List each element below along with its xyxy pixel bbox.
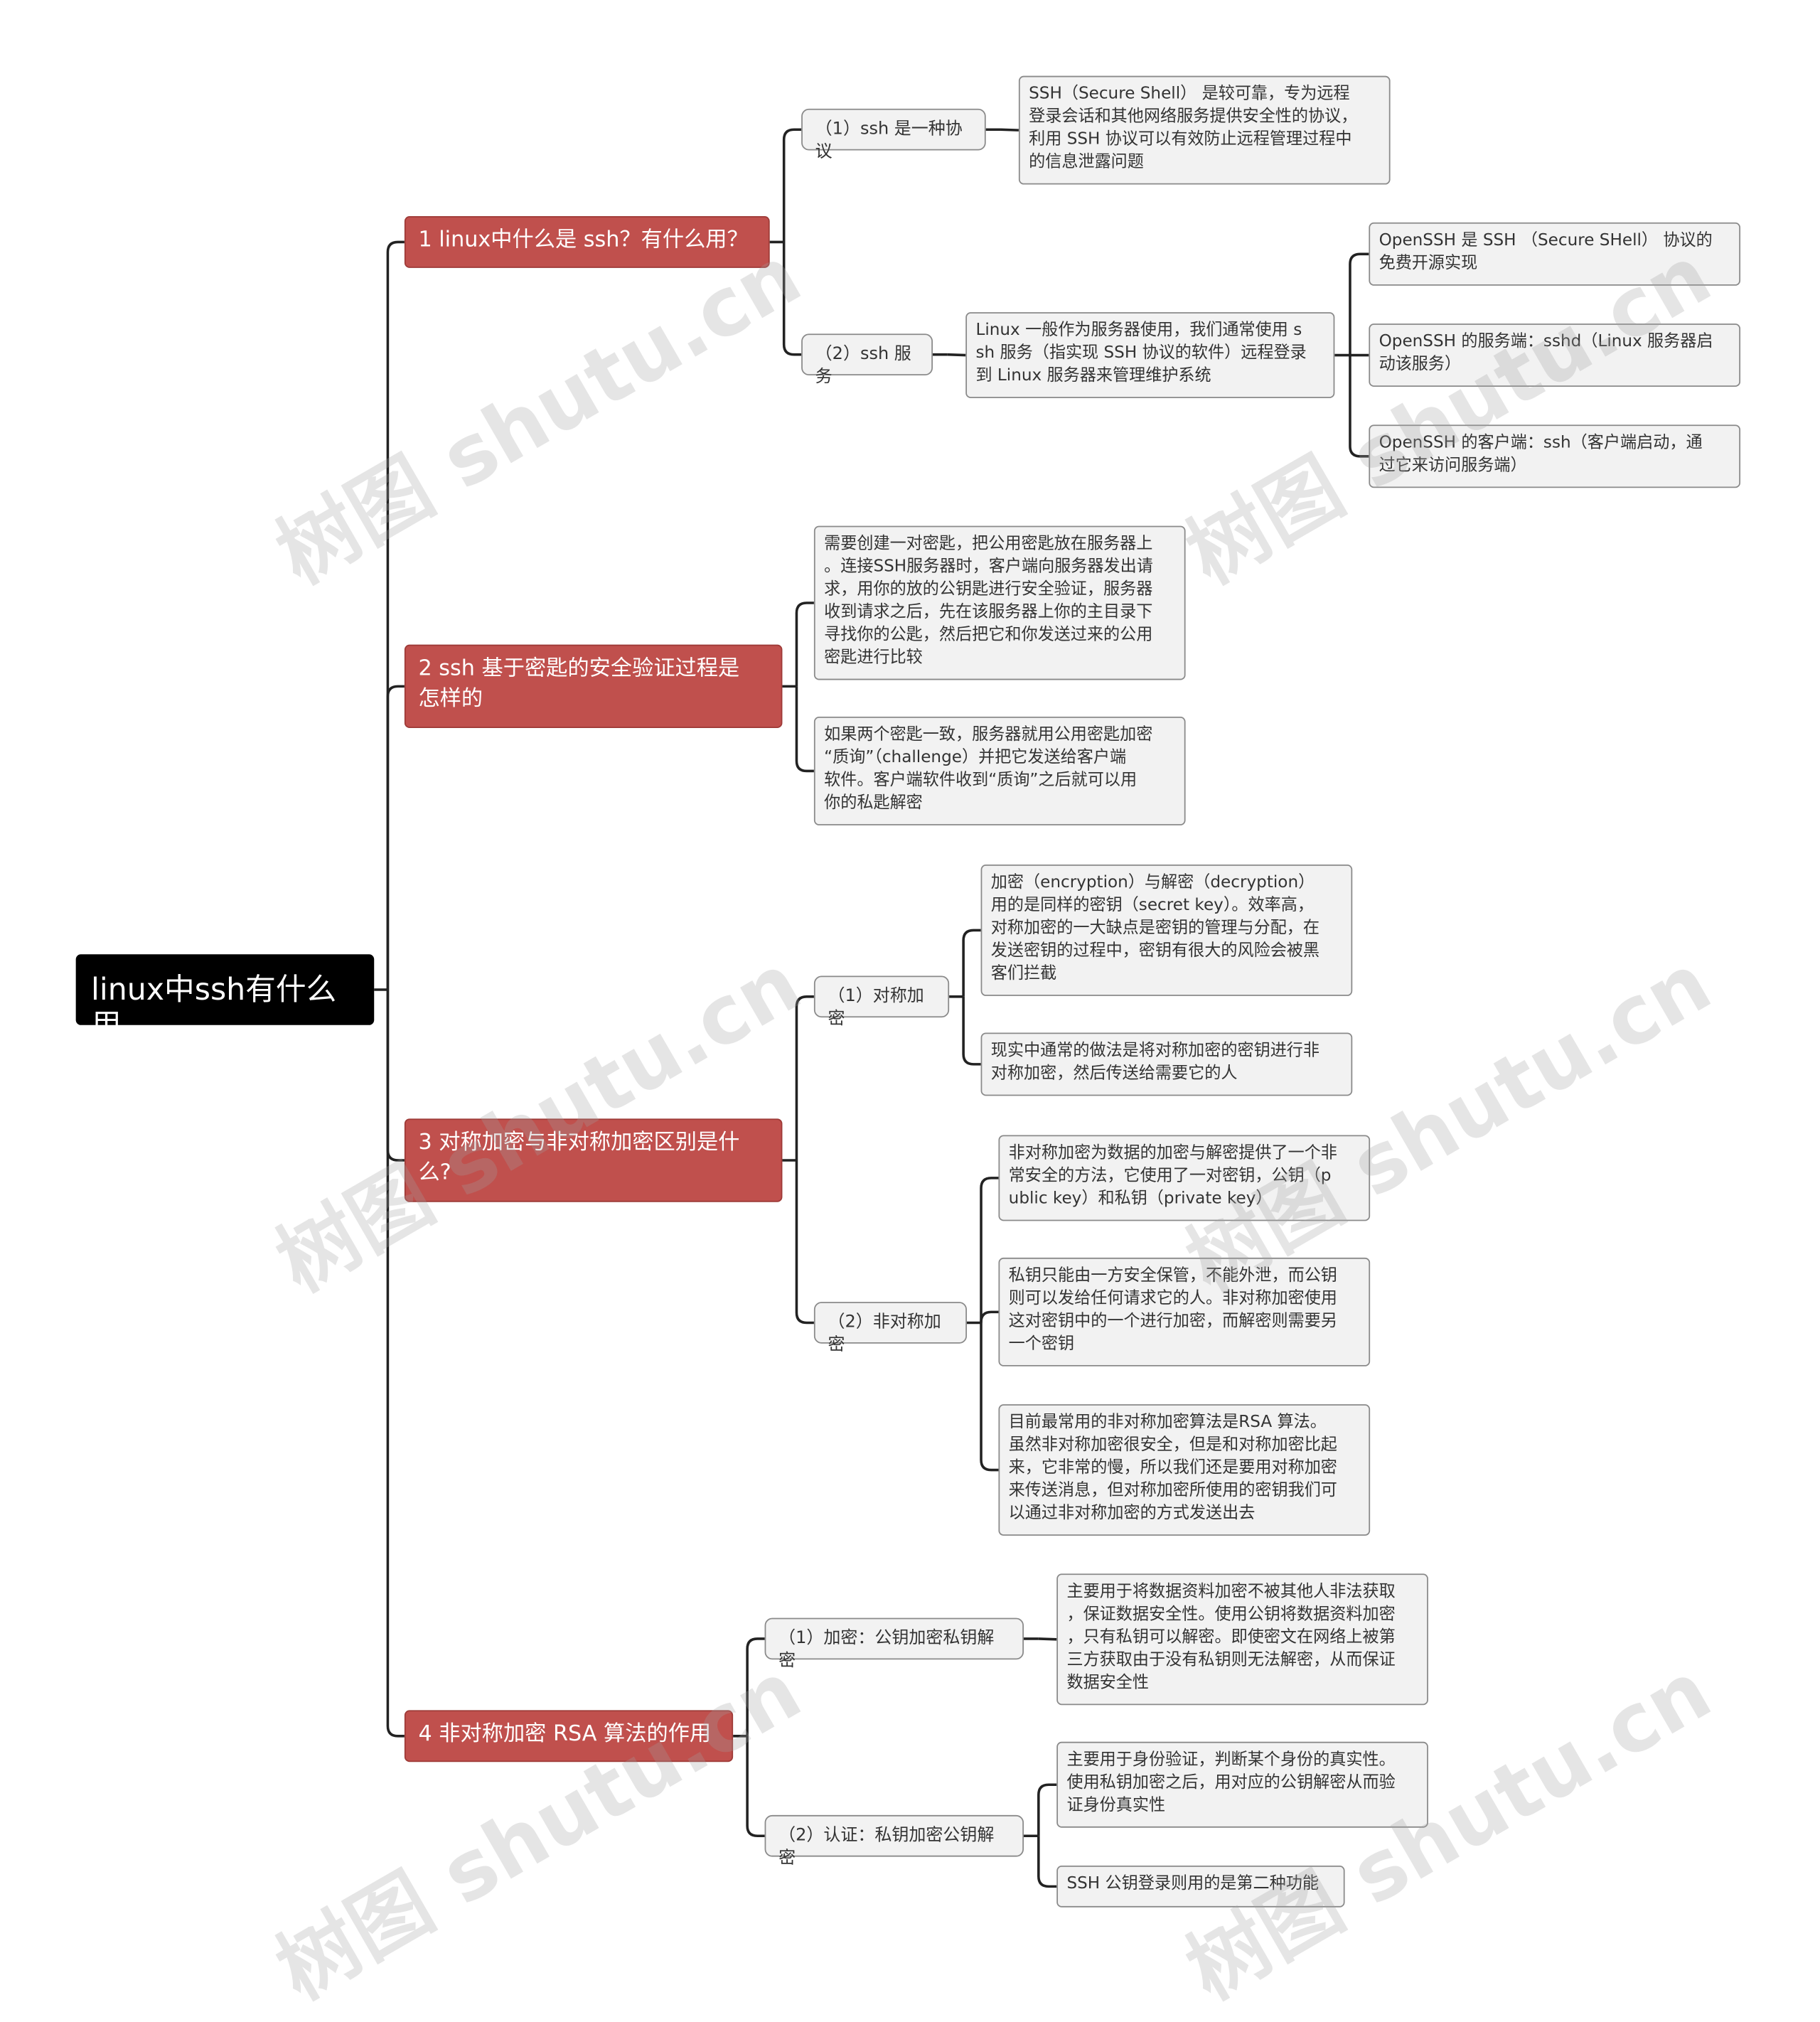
connector-line (1349, 252, 1369, 355)
branch-2-leaf-1[interactable]: 需要创建一对密匙，把公用密匙放在服务器上 。连接SSH服务器时，客户端向服务器发… (813, 525, 1186, 680)
branch-1-node[interactable]: 1 linux中什么是 ssh？有什么用？ (404, 216, 770, 268)
connector-line (1000, 128, 1019, 132)
connector-line (980, 1310, 999, 1323)
rsa-encrypt-leaf[interactable]: 主要用于将数据资料加密不被其他人非法获取 ，保证数据安全性。使用公钥将数据资料加… (1056, 1573, 1428, 1706)
connector-line (746, 1637, 765, 1736)
branch-2-leaf-2[interactable]: 如果两个密匙一致，服务器就用公用密匙加密 “质询”（challenge）并把它发… (813, 717, 1186, 825)
branch-3-sub-1-node[interactable]: （1）对称加密 (813, 975, 950, 1029)
connector-line (1037, 1836, 1057, 1888)
connector-line (980, 1322, 999, 1472)
connector-line (386, 685, 405, 990)
connector-line (962, 996, 981, 1066)
connector-line (386, 990, 405, 1738)
openssh-server-leaf[interactable]: OpenSSH 的服务端：sshd（Linux 服务器启 动该服务） (1369, 323, 1741, 387)
connector-line (386, 240, 405, 990)
connector-line (746, 1735, 765, 1838)
asymmetric-leaf-2[interactable]: 私钥只能由一方安全保管，不能外泄，而公钥 则可以发给任何请求它的人。非对称加密使… (998, 1257, 1371, 1366)
connector-line (980, 1177, 999, 1323)
branch-4-sub-2-node[interactable]: （2）认证：私钥加密公钥解密 (764, 1814, 1024, 1868)
branch-4-sub-1-node[interactable]: （1）加密：公钥加密私钥解密 (764, 1617, 1024, 1671)
branch-3-node[interactable]: 3 对称加密与非对称加密区别是什 么? (404, 1118, 783, 1202)
branch-3-sub-2-node[interactable]: （2）非对称加密 (813, 1302, 968, 1355)
connector-line (386, 990, 405, 1162)
connector-line (1037, 1783, 1057, 1836)
symmetric-leaf-1[interactable]: 加密（encryption）与解密（decryption） 用的是同样的密钥（s… (980, 865, 1353, 996)
branch-1-sub-1-leaf-1[interactable]: SSH（Secure Shell） 是较可靠，专为远程 登录会话和其他网络服务提… (1018, 75, 1391, 185)
connector-line (795, 601, 814, 687)
connector-line (795, 995, 814, 1161)
connector-line (795, 1160, 814, 1325)
connector-line (1349, 355, 1369, 458)
branch-4-node[interactable]: 4 非对称加密 RSA 算法的作用 (404, 1710, 734, 1762)
branch-1-sub-1-node[interactable]: （1）ssh 是一种协议 (801, 108, 986, 162)
root-node[interactable]: linux中ssh有什么用 (75, 954, 375, 1043)
branch-1-sub-2-node[interactable]: （2）ssh 服务 (801, 333, 933, 387)
connector-line (962, 929, 981, 997)
asymmetric-leaf-1[interactable]: 非对称加密为数据的加密与解密提供了一个非 常安全的方法，它使用了一对密钥，公钥（… (998, 1135, 1371, 1221)
connector-line (782, 128, 802, 242)
symmetric-leaf-2[interactable]: 现实中通常的做法是将对称加密的密钥进行非 对称加密，然后传送给需要它的人 (980, 1032, 1353, 1096)
connector-line (782, 242, 802, 356)
rsa-auth-leaf-2[interactable]: SSH 公钥登录则用的是第二种功能 (1056, 1866, 1345, 1908)
branch-1-sub-2-detail-node[interactable]: Linux 一般作为服务器使用，我们通常使用 s sh 服务（指实现 SSH 协… (965, 312, 1335, 399)
asymmetric-leaf-3[interactable]: 目前最常用的非对称加密算法是RSA 算法。 虽然非对称加密很安全，但是和对称加密… (998, 1404, 1371, 1536)
connector-line (795, 686, 814, 773)
branch-2-node[interactable]: 2 ssh 基于密匙的安全验证过程是 怎样的 (404, 644, 783, 729)
openssh-intro-leaf[interactable]: OpenSSH 是 SSH （Secure SHell） 协议的 免费开源实现 (1369, 222, 1741, 286)
openssh-client-leaf[interactable]: OpenSSH 的客户端：ssh（客户端启动，通 过它来访问服务端） (1369, 424, 1741, 488)
rsa-auth-leaf-1[interactable]: 主要用于身份验证，判断某个身份的真实性。 使用私钥加密之后，用对应的公钥解密从而… (1056, 1741, 1428, 1828)
